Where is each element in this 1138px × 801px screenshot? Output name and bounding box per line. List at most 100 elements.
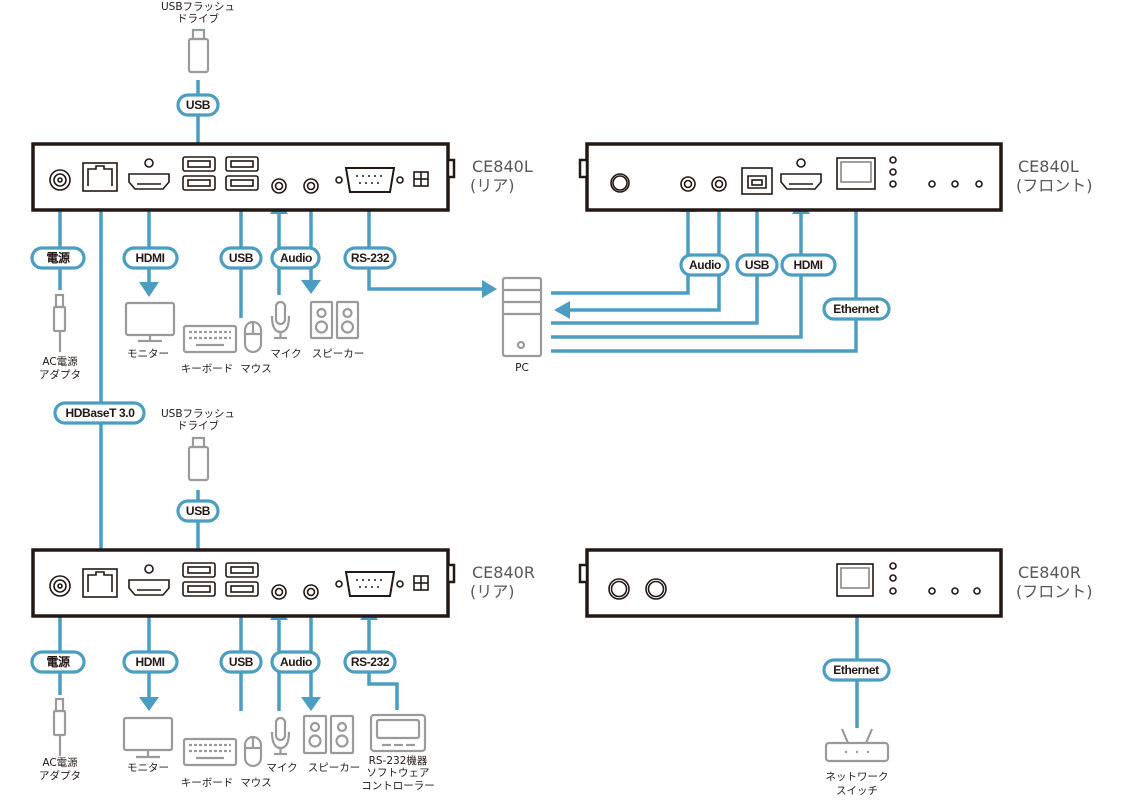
usb-flash-drive-icon (187, 436, 210, 482)
rj45-port-icon (82, 568, 118, 598)
arrow-speaker-r (301, 697, 321, 711)
pill-usb-l: USB (219, 246, 263, 270)
pill-rs232-l: RS-232 (343, 246, 397, 270)
svg-text:USB: USB (229, 655, 254, 669)
ac-adapter-label-1: AC電源 (42, 756, 78, 769)
arrow-hdmi-r (139, 697, 159, 711)
ce840l-rear-model: CE840L (472, 157, 533, 176)
mouse-label: マウス (240, 363, 272, 375)
svg-text:USB: USB (229, 251, 254, 265)
hdmi-port-icon (128, 564, 170, 596)
ac-adapter-label-2: アダプタ (39, 368, 81, 381)
mount-tab (446, 563, 456, 584)
speaker-icon (309, 300, 360, 340)
monitor-label: モニター (127, 348, 169, 360)
usb-flash-drive-icon (187, 28, 210, 74)
keyboard-label: キーボード (181, 777, 234, 789)
pill-usb-front: USB (735, 253, 779, 277)
usb-flash-label-2: ドライブ (177, 12, 219, 25)
network-switch-label-2: スイッチ (836, 785, 878, 797)
cable-audio-in-front (570, 198, 721, 312)
mount-tab (446, 158, 456, 179)
pill-usb-r: USB (219, 650, 263, 674)
pill-power-r: 電源 (30, 650, 86, 674)
svg-text:Ethernet: Ethernet (833, 302, 879, 316)
speaker-label: スピーカー (312, 348, 365, 360)
usb-b-port-icon (741, 167, 773, 195)
cable-rs232-l (367, 196, 482, 291)
dip-switch-icon (413, 575, 429, 591)
usb-flash-label-1: USBフラッシュ (161, 408, 235, 420)
ce840l-rear-side: (リア) (470, 176, 515, 195)
pill-ethernet-front-l: Ethernet (822, 297, 891, 321)
svg-text:電源: 電源 (46, 250, 70, 265)
pill-hdmi-front: HDMI (780, 253, 837, 277)
hdmi-port-icon (780, 158, 822, 190)
dc-power-port-icon (49, 575, 71, 597)
pc-tower-icon (501, 276, 543, 358)
rj45-port-icon (82, 162, 118, 192)
svg-text:HDBaseT 3.0: HDBaseT 3.0 (66, 406, 136, 420)
pill-ethernet-front-r: Ethernet (822, 658, 891, 682)
microphone-icon (270, 300, 291, 340)
rj45-port-icon (836, 157, 876, 190)
arrow-hdmi-l (139, 282, 159, 297)
ce840r-front-side: (フロント) (1016, 582, 1093, 601)
audio-jack-icon (271, 178, 319, 194)
pill-audio-front: Audio (679, 253, 730, 277)
ac-adapter-label-2: アダプタ (39, 769, 81, 782)
ce840r-rear-side: (リア) (470, 582, 515, 601)
ac-adapter-icon (52, 293, 67, 352)
mouse-icon (243, 320, 263, 354)
usb-flash-label-2: ドライブ (177, 419, 219, 432)
network-switch-label-1: ネットワーク (826, 771, 889, 783)
audio-jack-icon (680, 176, 727, 192)
rj45-port-icon (836, 563, 874, 597)
hdmi-port-icon (128, 158, 170, 190)
svg-text:HDMI: HDMI (135, 251, 164, 265)
db9-serial-port-icon (335, 571, 404, 597)
pill-hdmi-r: HDMI (122, 650, 179, 674)
network-switch-icon (824, 728, 890, 763)
mic-label: マイク (270, 348, 301, 360)
ce840r-front-unit: CE840R (フロント) (578, 548, 1093, 618)
monitor-label: モニター (127, 762, 169, 774)
svg-text:Audio: Audio (280, 251, 312, 265)
keyboard-icon (182, 737, 238, 767)
monitor-icon (122, 716, 174, 759)
pill-audio-r: Audio (270, 650, 321, 674)
usb-flash-label-1: USBフラッシュ (161, 1, 235, 13)
pill-hdbaset: HDBaseT 3.0 (53, 401, 146, 425)
speaker-label: スピーカー (308, 762, 361, 774)
pill-usb-flash-l: USB (176, 93, 220, 117)
ce840r-rear-model: CE840R (472, 563, 535, 582)
knob-icon (608, 578, 667, 600)
mic-label: マイク (266, 762, 297, 774)
svg-text:Audio: Audio (280, 655, 312, 669)
cable-usb-front (551, 198, 759, 325)
mount-tab (578, 158, 589, 179)
mount-tab (578, 563, 589, 584)
monitor-icon (124, 301, 176, 343)
pill-power-l: 電源 (30, 246, 86, 270)
usb-a-ports-icon (182, 156, 259, 191)
svg-text:USB: USB (186, 98, 211, 112)
dip-switch-icon (413, 171, 429, 187)
ce840l-rear-unit: CE840L (リア) (31, 142, 533, 212)
ce840r-front-model: CE840R (1018, 563, 1081, 582)
rs232-device-label-1: RS-232機器 (369, 754, 428, 767)
pill-hdmi-l: HDMI (122, 246, 179, 270)
svg-text:RS-232: RS-232 (351, 655, 390, 669)
cable-audio-out-front (551, 212, 690, 295)
connection-labels: USB 電源 HDMI USB Audio RS-232 HDBaseT 3.0 (30, 93, 891, 682)
svg-text:Ethernet: Ethernet (833, 663, 879, 677)
keyboard-label: キーボード (181, 363, 234, 375)
usb-a-ports-icon (182, 562, 259, 597)
svg-text:HDMI: HDMI (135, 655, 164, 669)
ce840r-rear-unit: CE840R (リア) (31, 548, 535, 618)
ce840l-front-model: CE840L (1018, 157, 1079, 176)
knob-icon (610, 173, 630, 193)
pill-rs232-r: RS-232 (343, 650, 397, 674)
arrow-rs232-pc (482, 280, 497, 298)
